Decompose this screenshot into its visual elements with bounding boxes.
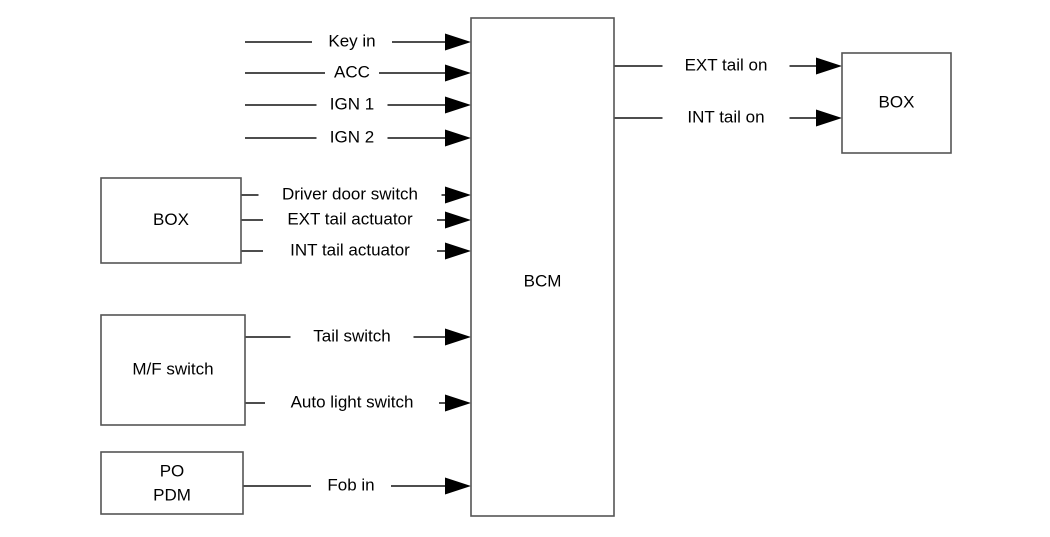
label-ext-tail-on: EXT tail on	[685, 55, 768, 74]
input-signal-auto-light-switch	[245, 394, 471, 412]
arrow-fob-in	[445, 477, 471, 495]
label-int-tail-actuator: INT tail actuator	[290, 240, 410, 259]
block-rect-po-pdm	[100, 451, 244, 515]
block-label-mf-switch: M/F switch	[132, 359, 213, 378]
block-label-left-box: BOX	[153, 210, 189, 229]
arrow-acc	[445, 64, 471, 82]
input-signal-ext-tail-actuator	[241, 211, 471, 229]
arrow-auto-light-switch	[445, 394, 471, 412]
arrow-ign-2	[445, 129, 471, 147]
block-mf-switch[interactable]	[100, 314, 246, 426]
block-rect-bcm	[470, 17, 615, 517]
block-layer	[100, 17, 952, 517]
output-signal-int-tail-on	[614, 109, 842, 127]
arrow-int-tail-on	[816, 109, 842, 127]
label-int-tail-on: INT tail on	[687, 107, 764, 126]
block-label-right-box: BOX	[879, 92, 915, 111]
label-acc: ACC	[334, 62, 370, 81]
input-signal-key-in	[245, 33, 471, 51]
arrow-ext-tail-actuator	[445, 211, 471, 229]
label-ign-2: IGN 2	[330, 127, 374, 146]
block-label-po-pdm-2: PDM	[153, 485, 191, 504]
input-signal-fob-in	[243, 477, 471, 495]
label-ext-tail-actuator: EXT tail actuator	[287, 209, 413, 228]
input-signal-tail-switch	[245, 328, 471, 346]
arrow-driver-door-switch	[445, 186, 471, 204]
label-driver-door-switch: Driver door switch	[282, 184, 418, 203]
arrow-key-in	[445, 33, 471, 51]
block-bcm[interactable]	[470, 17, 615, 517]
block-po-pdm[interactable]	[100, 451, 244, 515]
label-auto-light-switch: Auto light switch	[291, 392, 414, 411]
wire-layer	[241, 33, 842, 495]
label-ign-1: IGN 1	[330, 94, 374, 113]
input-signal-ign-1	[245, 96, 471, 114]
arrow-ext-tail-on	[816, 57, 842, 75]
label-key-in: Key in	[328, 31, 375, 50]
output-signal-ext-tail-on	[614, 57, 842, 75]
label-tail-switch: Tail switch	[313, 326, 390, 345]
arrow-tail-switch	[445, 328, 471, 346]
block-right-box[interactable]	[841, 52, 952, 154]
block-rect-left-box	[100, 177, 242, 264]
label-fob-in: Fob in	[327, 475, 374, 494]
block-label-bcm: BCM	[524, 271, 562, 290]
block-label-po-pdm: PO	[160, 461, 185, 480]
block-rect-mf-switch	[100, 314, 246, 426]
block-left-box[interactable]	[100, 177, 242, 264]
input-signal-ign-2	[245, 129, 471, 147]
input-signal-driver-door-switch	[241, 186, 471, 204]
block-rect-right-box	[841, 52, 952, 154]
input-signal-acc	[245, 64, 471, 82]
arrow-ign-1	[445, 96, 471, 114]
arrow-int-tail-actuator	[445, 242, 471, 260]
input-signal-int-tail-actuator	[241, 242, 471, 260]
